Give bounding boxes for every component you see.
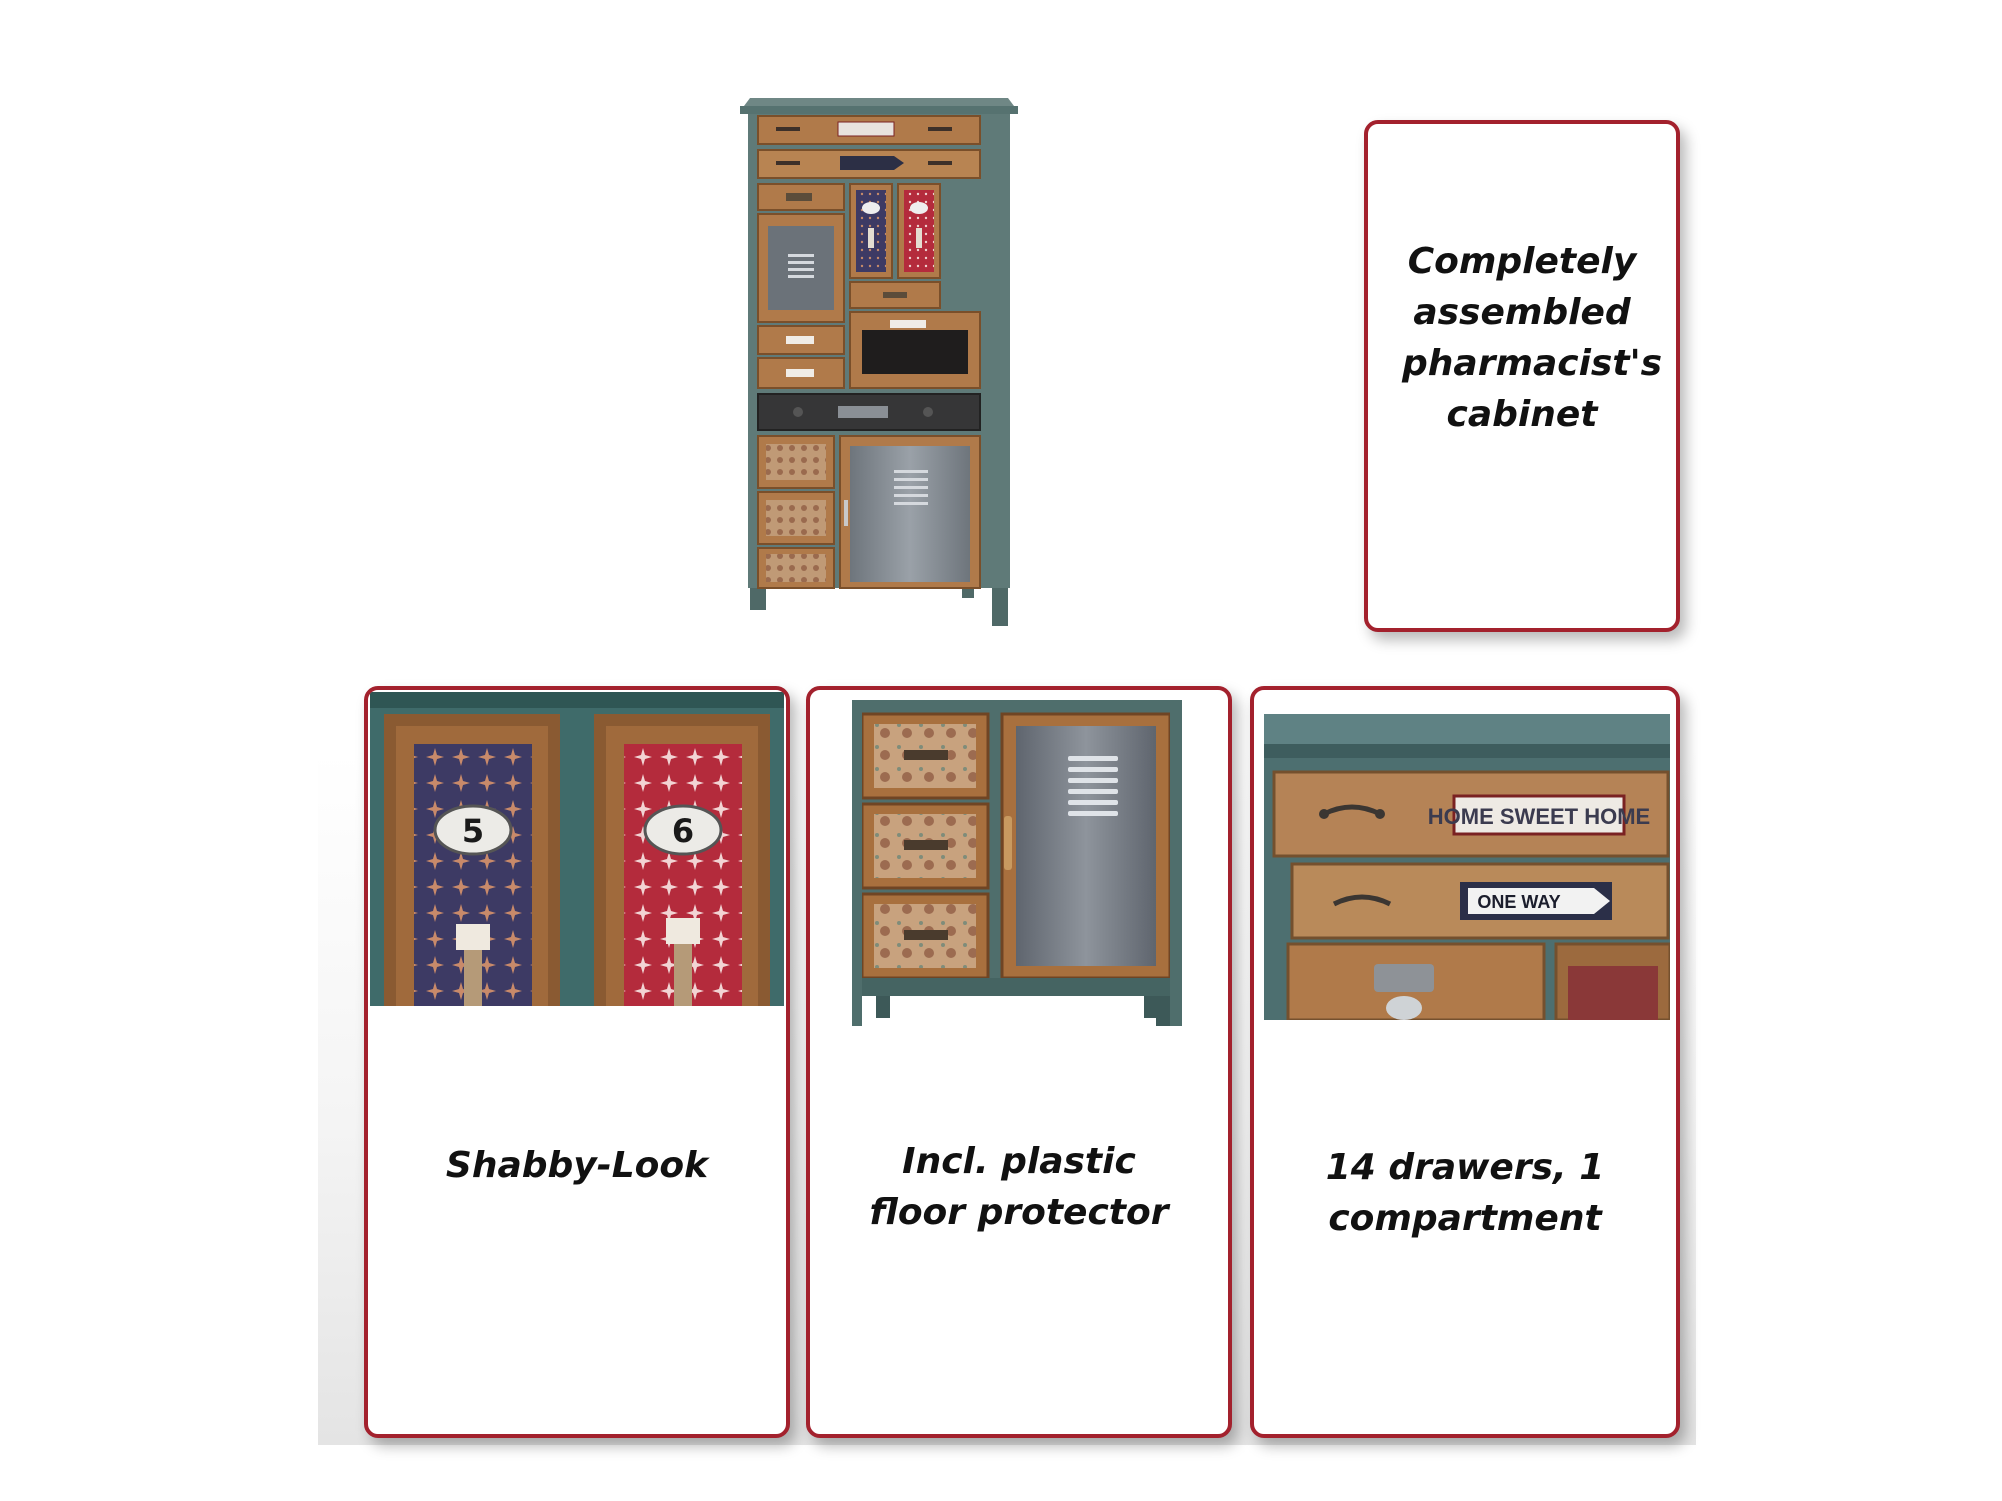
drawer-number-6: 6 — [672, 812, 694, 850]
numbered-drawers-photo: 5 6 — [370, 692, 784, 1010]
feature-card-shabby-look: 5 6 Shabby-Look — [364, 686, 790, 1438]
feature-text-drawers: 14 drawers, 1 compartment — [1325, 1147, 1605, 1239]
feature-text-floor-protector: Incl. plastic floor protector — [869, 1141, 1169, 1233]
one-way-sign: ONE WAY — [1477, 892, 1560, 912]
cabinet-base-photo — [852, 700, 1182, 1030]
cabinet-photo — [738, 94, 1020, 632]
sign-drawers-photo: HOME SWEET HOME ONE WAY — [1264, 714, 1672, 1024]
feature-text-shabby-look: Shabby-Look — [445, 1145, 709, 1186]
home-sweet-home-sign: HOME SWEET HOME — [1428, 804, 1650, 829]
feature-card-floor-protector: Incl. plastic floor protector — [806, 686, 1232, 1438]
feature-text-assembled: Completely assembled pharmacist's cabine… — [1402, 241, 1663, 435]
feature-card-drawers: HOME SWEET HOME ONE WAY 14 drawers, 1 co… — [1250, 686, 1680, 1438]
feature-card-assembled: Completely assembled pharmacist's cabine… — [1364, 120, 1680, 632]
drawer-number-5: 5 — [462, 812, 484, 850]
